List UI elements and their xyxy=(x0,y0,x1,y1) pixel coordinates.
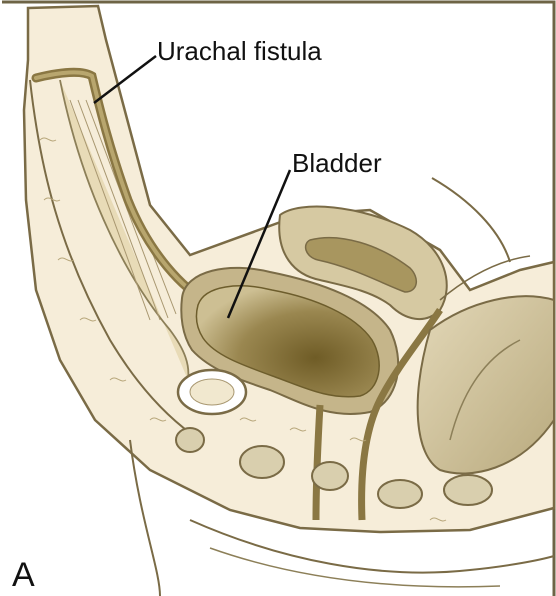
bone-4 xyxy=(378,480,422,508)
bone-2 xyxy=(240,446,284,478)
bone-1 xyxy=(176,428,204,452)
bladder-label: Bladder xyxy=(292,148,382,179)
peritoneal-line xyxy=(432,178,510,262)
bone-3 xyxy=(312,462,348,490)
panel-letter: A xyxy=(12,556,35,595)
urachal-fistula-label: Urachal fistula xyxy=(157,36,322,67)
urethra xyxy=(316,405,320,520)
bone-5 xyxy=(444,475,492,505)
